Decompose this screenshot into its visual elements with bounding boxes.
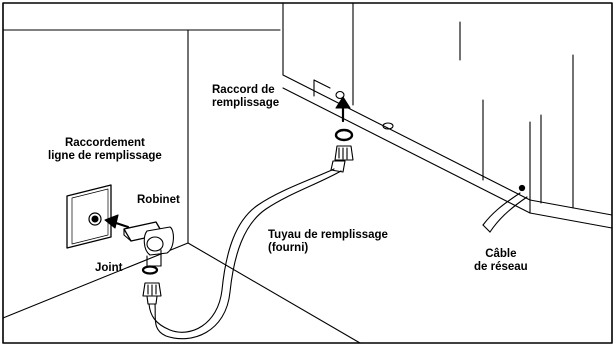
fill-line-line1: Raccordement — [64, 137, 145, 149]
screw — [518, 184, 526, 192]
fill-hose — [142, 145, 354, 340]
fill-connection-line1: Raccord de — [212, 84, 275, 96]
seal-label: Joint — [95, 262, 123, 274]
arrows — [104, 96, 351, 229]
fill-line-line2: ligne de remplissage — [48, 150, 162, 162]
cable-line2: de réseau — [474, 261, 528, 273]
fill-connection-label: Raccord de remplissage — [212, 84, 279, 110]
fill-connection-line2: remplissage — [212, 97, 280, 109]
room-walls — [2, 21, 461, 344]
tap-label: Robinet — [137, 194, 180, 206]
cable-label: Câble de réseau — [474, 248, 528, 274]
fill-inlet — [335, 90, 345, 100]
hose-label: Tuyau de remplissage (fourni) — [268, 229, 388, 255]
fill-line-label: Raccordement ligne de remplissage — [48, 137, 162, 163]
inlet-seal-ring — [334, 128, 354, 142]
tap-drawing — [123, 221, 174, 267]
tap-seal-ring — [141, 265, 159, 275]
hose-line2: (fourni) — [268, 242, 309, 254]
washing-machine — [282, 2, 613, 229]
hose-line1: Tuyau de remplissage — [268, 229, 388, 241]
wall-plate — [66, 184, 112, 249]
power-cable — [482, 192, 528, 233]
cable-line1: Câble — [485, 248, 517, 260]
